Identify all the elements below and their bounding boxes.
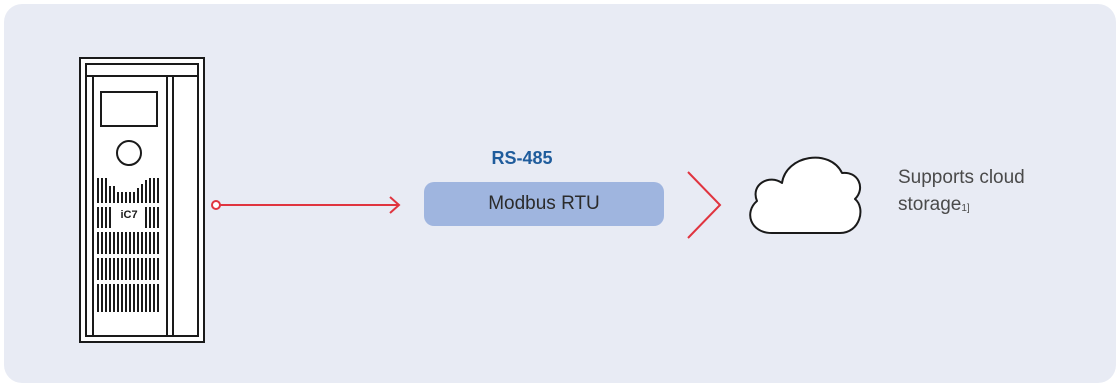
vent-slat <box>105 207 107 228</box>
vent-slat <box>101 207 103 228</box>
vent-slat <box>117 192 119 203</box>
arrow-right-icon <box>211 196 401 214</box>
vent-slat <box>145 232 147 254</box>
vent-slat <box>141 284 143 312</box>
vent-slat <box>157 178 159 203</box>
vent-slat <box>105 258 107 280</box>
cloud-description: Supports cloud storage1] <box>898 164 1088 218</box>
vent-slat <box>145 180 147 203</box>
vent-slat <box>137 188 139 203</box>
vent-slat <box>101 178 103 203</box>
vent-slat <box>133 284 135 312</box>
cloud-icon <box>749 156 862 234</box>
vent-slat <box>97 178 99 203</box>
vent-slat <box>101 258 103 280</box>
vent-slat <box>129 258 131 280</box>
vent-slat <box>153 284 155 312</box>
vent-slat <box>145 207 147 228</box>
vent-slat <box>137 284 139 312</box>
vent-slat <box>113 186 115 203</box>
vent-grille <box>97 178 159 312</box>
vent-slat <box>137 258 139 280</box>
vent-slat <box>133 192 135 203</box>
vent-slat <box>157 207 159 228</box>
vent-slat <box>109 284 111 312</box>
vent-slat <box>149 232 151 254</box>
vent-slat <box>141 232 143 254</box>
vent-slat <box>145 258 147 280</box>
vent-slat <box>129 192 131 203</box>
vent-slat <box>149 258 151 280</box>
vent-slat <box>125 258 127 280</box>
vent-slat <box>153 232 155 254</box>
vent-slat <box>125 284 127 312</box>
protocol-title: RS-485 <box>491 148 553 168</box>
vent-slat <box>109 258 111 280</box>
vent-slat <box>125 232 127 254</box>
vent-slat <box>149 207 151 228</box>
vent-slat <box>153 207 155 228</box>
vent-slat <box>109 232 111 254</box>
vent-slat <box>133 232 135 254</box>
vent-slat <box>145 284 147 312</box>
vent-slat <box>157 232 159 254</box>
vent-slat <box>125 192 127 203</box>
chevron-right-icon <box>687 171 722 239</box>
vent-slat <box>121 258 123 280</box>
vent-slat <box>149 178 151 203</box>
protocol-name: Modbus RTU <box>488 193 600 214</box>
device-logo-text: iC7 <box>120 209 137 221</box>
vent-slat <box>97 284 99 312</box>
vent-slat <box>117 258 119 280</box>
vent-slat <box>97 258 99 280</box>
vent-slat <box>113 258 115 280</box>
vent-slat <box>105 232 107 254</box>
vent-slat <box>153 178 155 203</box>
vent-slat <box>113 232 115 254</box>
cloud-footnote-marker: 1] <box>961 203 970 214</box>
vent-slat <box>109 207 111 228</box>
vent-slat <box>133 258 135 280</box>
vent-slat <box>105 284 107 312</box>
vent-slat <box>149 284 151 312</box>
vent-slat <box>157 284 159 312</box>
vent-slat <box>97 207 99 228</box>
vent-slat <box>153 258 155 280</box>
vent-slat <box>141 258 143 280</box>
vent-slat <box>109 186 111 203</box>
vent-slat <box>117 232 119 254</box>
protocol-badge: Modbus RTU <box>424 182 664 226</box>
vent-slat <box>121 284 123 312</box>
vent-slat <box>105 178 107 203</box>
vent-slat <box>121 192 123 203</box>
cloud-description-text: Supports cloud storage <box>898 167 1025 215</box>
vent-slat <box>129 232 131 254</box>
vent-slat <box>121 232 123 254</box>
vent-slat <box>97 232 99 254</box>
drive-unit-icon: iC7 <box>79 57 205 343</box>
vent-slat <box>157 258 159 280</box>
vent-slat <box>101 232 103 254</box>
vent-slat <box>141 184 143 203</box>
vent-slat <box>101 284 103 312</box>
vent-slat <box>117 284 119 312</box>
vent-slat <box>137 232 139 254</box>
vent-slat <box>113 284 115 312</box>
vent-slat <box>129 284 131 312</box>
